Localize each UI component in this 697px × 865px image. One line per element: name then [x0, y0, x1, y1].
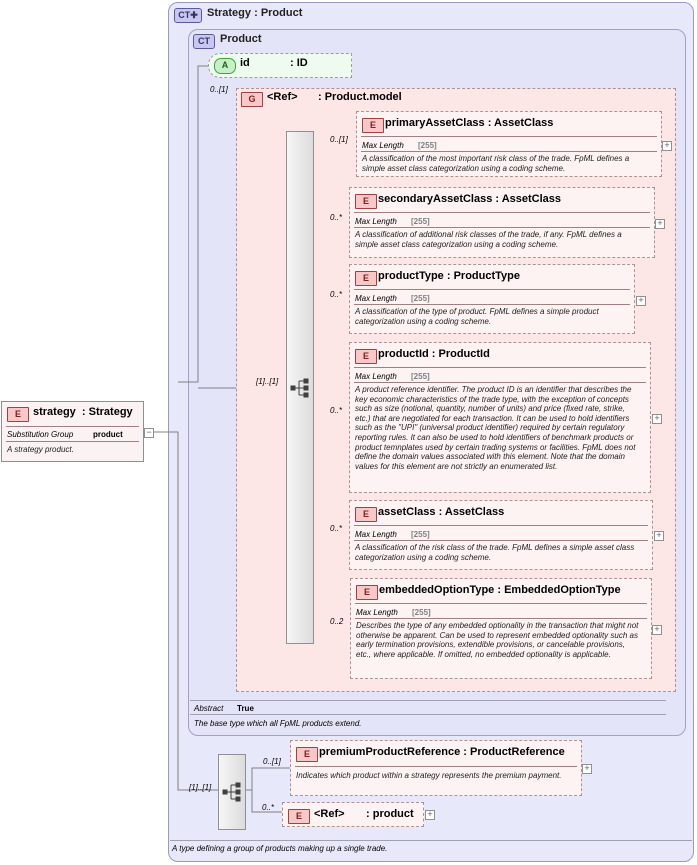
element-product-ref[interactable]: E <Ref> : product	[282, 802, 424, 827]
prop-value: [255]	[411, 294, 430, 303]
prop-value: [255]	[411, 530, 430, 539]
outer-sequence-cardinality: [1]..[1]	[189, 783, 212, 792]
strategy-type-doc: A type defining a group of products maki…	[172, 844, 388, 853]
prop-label: Max Length	[355, 530, 397, 539]
ct-icon: CT✚	[174, 8, 202, 23]
element-doc: A product reference identifier. The prod…	[355, 385, 636, 471]
element-name: secondaryAssetClass : AssetClass	[378, 193, 562, 205]
element-icon: E	[362, 118, 384, 133]
id-attribute-type: : ID	[290, 57, 308, 69]
element-name: strategy : Strategy	[33, 406, 133, 418]
strategy-element[interactable]: E strategy : Strategy Substitution Group…	[1, 401, 144, 462]
element-embeddedOptionType[interactable]: E embeddedOptionType : EmbeddedOptionTyp…	[350, 578, 652, 679]
ct-icon: CT	[193, 34, 215, 49]
element-type: : product	[366, 808, 414, 820]
prop-label: Max Length	[362, 141, 404, 150]
prop-value: product	[93, 430, 123, 439]
element-doc: A classification of the type of product.…	[355, 307, 599, 326]
element-icon: E	[355, 349, 377, 364]
prop-label: Max Length	[356, 608, 398, 617]
cardinality: 0..[1]	[330, 135, 348, 144]
cardinality: 0..*	[330, 406, 343, 415]
prop-label: Max Length	[355, 217, 397, 226]
prop-value: [255]	[411, 372, 430, 381]
plus-icon[interactable]: +	[582, 764, 592, 774]
id-cardinality: 0..[1]	[210, 85, 228, 94]
abstract-value: True	[237, 704, 254, 713]
element-productId[interactable]: E productId : ProductId Max Length [255]…	[349, 342, 651, 493]
element-assetClass[interactable]: E assetClass : AssetClass Max Length [25…	[349, 500, 653, 570]
divider	[190, 714, 666, 715]
element-icon: E	[356, 585, 378, 600]
plus-icon[interactable]: +	[425, 810, 435, 820]
prop-value: [255]	[412, 608, 431, 617]
product-type-title: Product	[220, 33, 262, 45]
prop-label: Substitution Group	[7, 430, 74, 439]
element-doc: Indicates which product within a strateg…	[296, 771, 562, 780]
divider	[170, 840, 692, 841]
element-premiumProductReference[interactable]: E premiumProductReference : ProductRefer…	[290, 740, 582, 796]
cardinality: 0..*	[330, 290, 343, 299]
group-icon: G	[241, 92, 263, 107]
element-icon: E	[7, 407, 29, 422]
element-doc: A classification of the most important r…	[362, 154, 630, 173]
plus-icon[interactable]: +	[652, 625, 662, 635]
plus-icon[interactable]: +	[654, 531, 664, 541]
prop-value: [255]	[411, 217, 430, 226]
group-name: <Ref>	[267, 91, 298, 103]
element-primaryAssetClass[interactable]: E primaryAssetClass : AssetClass Max Len…	[356, 111, 662, 177]
element-icon: E	[288, 809, 310, 824]
cardinality: 0..2	[330, 617, 344, 626]
element-doc: A classification of additional risk clas…	[355, 230, 622, 249]
element-icon: E	[355, 271, 377, 286]
cardinality: 0..*	[330, 213, 343, 222]
prop-label: Max Length	[355, 372, 397, 381]
element-name: premiumProductReference : ProductReferen…	[319, 746, 565, 758]
element-icon: E	[355, 507, 377, 522]
element-doc: Describes the type of any embedded optio…	[356, 621, 639, 659]
cardinality: 0..*	[262, 803, 275, 812]
plus-icon[interactable]: +	[636, 296, 646, 306]
sequence-compositor-icon	[290, 378, 309, 398]
group-cardinality: [1]..[1]	[256, 377, 279, 386]
product-type-doc: The base type which all FpML products ex…	[194, 719, 362, 728]
cardinality: 0..*	[330, 524, 343, 533]
prop-value: [255]	[418, 141, 437, 150]
minus-icon[interactable]: −	[144, 428, 154, 438]
element-name: productType : ProductType	[378, 270, 520, 282]
sequence-compositor-icon	[222, 782, 241, 802]
element-doc: A classification of the risk class of th…	[355, 543, 635, 562]
element-secondaryAssetClass[interactable]: E secondaryAssetClass : AssetClass Max L…	[349, 187, 655, 258]
abstract-label: Abstract	[194, 704, 224, 713]
plus-icon[interactable]: +	[652, 414, 662, 424]
plus-icon[interactable]: +	[662, 141, 672, 151]
attribute-icon: A	[214, 58, 236, 74]
id-attribute-name: id	[240, 57, 250, 69]
group-type: : Product.model	[318, 91, 402, 103]
element-name: primaryAssetClass : AssetClass	[385, 117, 554, 129]
strategy-type-title: Strategy : Product	[207, 7, 303, 19]
element-doc: A strategy product.	[7, 445, 74, 454]
element-name: embeddedOptionType : EmbeddedOptionType	[379, 584, 621, 596]
prop-label: Max Length	[355, 294, 397, 303]
element-productType[interactable]: E productType : ProductType Max Length […	[349, 264, 635, 334]
element-icon: E	[355, 194, 377, 209]
plus-icon[interactable]: +	[655, 219, 665, 229]
element-name: assetClass : AssetClass	[378, 506, 505, 518]
element-icon: E	[296, 747, 318, 762]
element-name: productId : ProductId	[378, 348, 490, 360]
element-name: <Ref>	[314, 808, 345, 820]
divider	[190, 700, 666, 701]
cardinality: 0..[1]	[263, 757, 281, 766]
